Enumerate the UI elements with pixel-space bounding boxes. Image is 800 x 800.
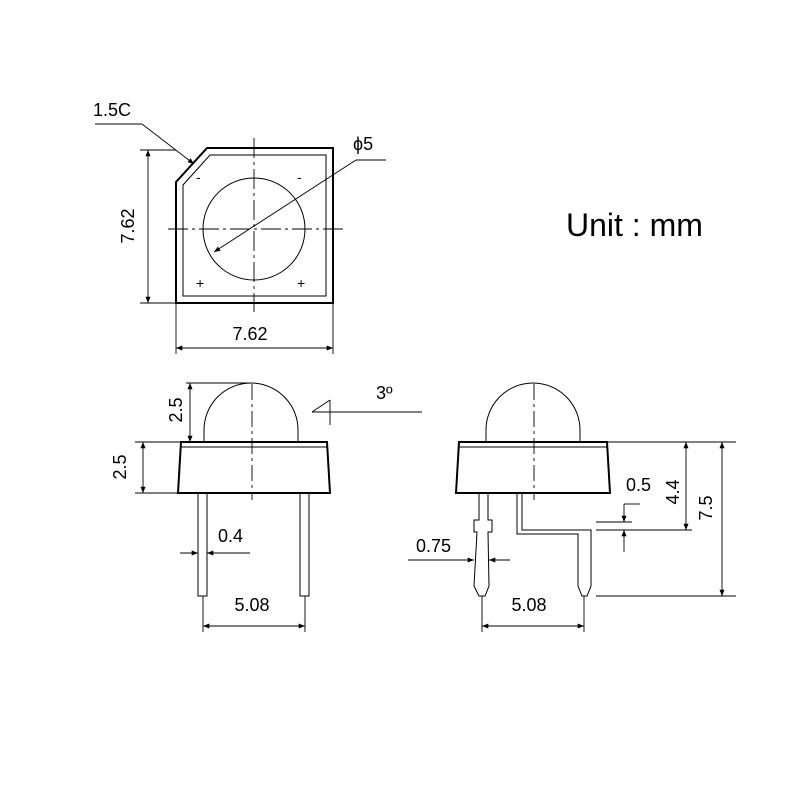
front-lead-pitch-dim: 5.08	[234, 595, 269, 615]
side-lead-width-dim: 0.75	[416, 536, 451, 556]
polarity-mark-bottom-left: +	[196, 275, 204, 291]
side-lead-pitch-dim: 5.08	[511, 595, 546, 615]
front-lead-left	[197, 492, 208, 597]
front-view: 2.5 2.5 0.4 5.08 3º	[110, 382, 422, 632]
polarity-mark-top-left: -	[196, 169, 201, 185]
front-lead-right	[299, 492, 310, 597]
diameter-label: ϕ5	[353, 134, 373, 154]
top-width-dim: 7.62	[232, 324, 267, 344]
chamfer-leader	[141, 123, 195, 165]
polarity-mark-top-right: -	[297, 169, 302, 185]
unit-label: Unit : mm	[566, 207, 703, 243]
side-body	[454, 441, 612, 494]
front-body-height-dim: 2.5	[110, 454, 130, 479]
diameter-leader	[213, 159, 357, 253]
side-height-dim-1: 4.4	[663, 479, 683, 504]
side-height-dim-2: 7.5	[696, 495, 716, 520]
top-view: ϕ5 1.5C - - + + 7.62 7.62	[93, 100, 386, 354]
front-draft-angle: 3º	[376, 383, 393, 403]
top-view-outer-outline	[175, 147, 334, 304]
chamfer-label: 1.5C	[93, 100, 131, 120]
front-lead-width-dim: 0.4	[218, 526, 243, 546]
side-dome	[485, 382, 581, 442]
top-view-inner-outline	[182, 154, 327, 297]
polarity-mark-bottom-right: +	[297, 275, 305, 291]
front-body	[176, 441, 332, 494]
side-view: 0.75 5.08 0.5 4.4 7.5	[408, 382, 736, 632]
side-standoff-dim: 0.5	[626, 475, 651, 495]
side-lead-right	[516, 493, 592, 597]
side-lead-left	[473, 493, 493, 597]
front-lens-height-dim: 2.5	[166, 397, 186, 422]
front-dome	[203, 382, 299, 442]
top-height-dim: 7.62	[118, 208, 138, 243]
